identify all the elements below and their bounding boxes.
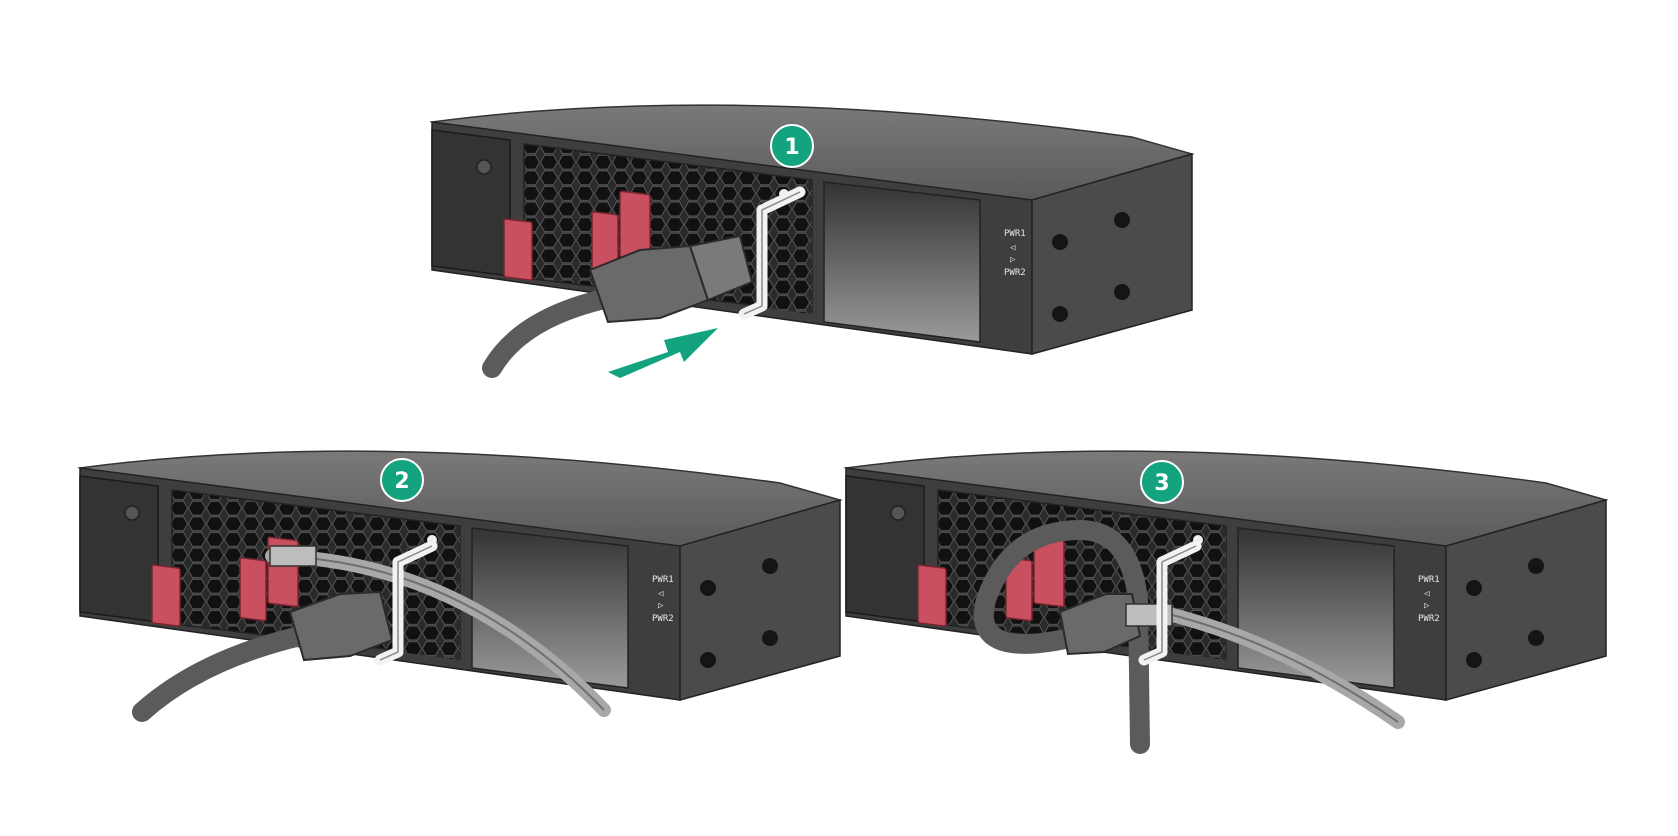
panel-arrow-left: ◁	[1010, 243, 1016, 253]
panel-arrow-left: ◁	[1424, 589, 1430, 599]
insert-direction-arrow	[608, 328, 718, 378]
panel-arrow-left: ◁	[658, 589, 664, 599]
step-1-group: PWR1 ◁ ▷ PWR2	[431, 104, 1193, 355]
panel-label-pwr2: PWR2	[1004, 268, 1026, 278]
step-2-power-cord	[132, 545, 611, 722]
step-2-label: 2	[394, 469, 409, 494]
panel-arrow-right: ▷	[1424, 601, 1430, 611]
step-3-group: PWR1 ◁ ▷ PWR2	[845, 450, 1607, 701]
step-1-badge: 1	[770, 124, 814, 168]
panel-label-pwr2: PWR2	[1418, 614, 1440, 624]
panel-label-pwr1: PWR1	[1004, 229, 1026, 239]
step-3-label: 3	[1154, 471, 1169, 496]
step-2-badge: 2	[380, 458, 424, 502]
step-1-label: 1	[784, 135, 799, 160]
step-2-group: PWR1 ◁ ▷ PWR2	[79, 450, 841, 701]
step-3-badge: 3	[1140, 460, 1184, 504]
step-1-power-cord	[482, 234, 754, 378]
panel-arrow-right: ▷	[1010, 255, 1016, 265]
step-3-power-cord	[973, 519, 1405, 754]
panel-label-pwr2: PWR2	[652, 614, 674, 624]
panel-arrow-right: ▷	[658, 601, 664, 611]
panel-label-pwr1: PWR1	[652, 575, 674, 585]
panel-label-pwr1: PWR1	[1418, 575, 1440, 585]
